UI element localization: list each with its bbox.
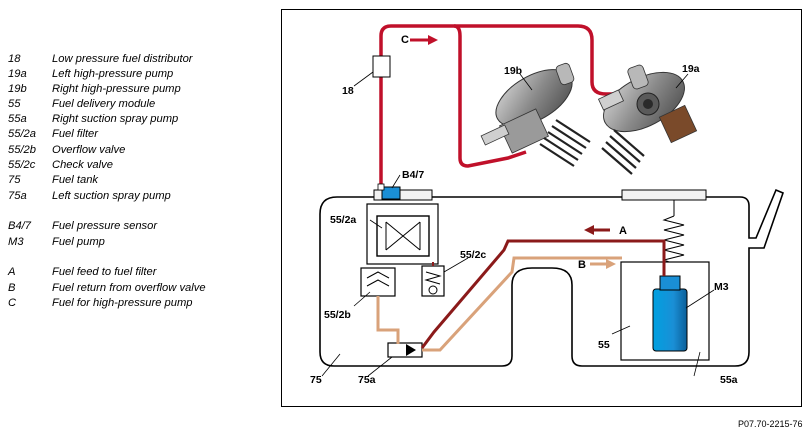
overflow-return-line — [376, 296, 400, 344]
high-pressure-line — [379, 24, 618, 184]
overflow-valve-spring — [366, 271, 390, 287]
check-valve-ball — [428, 285, 438, 295]
label-75: 75 — [310, 374, 322, 386]
flow-arrow-b — [590, 259, 616, 269]
low-pressure-fuel-distributor — [372, 55, 391, 78]
flow-arrow-c — [410, 35, 438, 45]
label-55-2a: 55/2a — [330, 214, 356, 226]
label-55-2b: 55/2b — [324, 309, 351, 321]
flow-label-b: B — [578, 259, 586, 271]
fuel-pump — [652, 288, 688, 352]
label-b4-7: B4/7 — [402, 169, 424, 181]
leader-lines — [321, 71, 715, 377]
flow-label-a: A — [619, 225, 627, 237]
tank-flange-right — [621, 189, 707, 201]
left-high-pressure-pump — [597, 64, 698, 175]
fuel-system-svg: C A B 18 19b 19a B4/7 55/2a 55/2c 55/2b … — [310, 24, 784, 386]
label-55-2c: 55/2c — [460, 249, 486, 261]
spray-pump-arrow — [406, 344, 416, 356]
label-19a: 19a — [682, 63, 700, 75]
label-55: 55 — [598, 339, 610, 351]
fuel-system-diagram: C A B 18 19b 19a B4/7 55/2a 55/2c 55/2b … — [281, 9, 802, 407]
feed-line — [420, 239, 666, 349]
label-75a: 75a — [358, 374, 376, 386]
label-m3: M3 — [714, 281, 729, 293]
right-high-pressure-pump — [480, 62, 591, 167]
overflow-valve — [360, 267, 396, 297]
fuel-pump-top — [659, 275, 681, 291]
label-18: 18 — [342, 85, 354, 97]
high-pressure-line-branch — [453, 24, 527, 168]
figure-reference: P07.70-2215-76 — [738, 419, 803, 429]
fuel-filter-element — [385, 221, 421, 251]
label-19b: 19b — [504, 65, 522, 77]
check-valve-spring — [424, 271, 442, 285]
tank-flange-left — [373, 189, 433, 201]
flow-label-c: C — [401, 34, 409, 46]
return-line — [422, 256, 622, 352]
label-55a: 55a — [720, 374, 738, 386]
left-suction-spray-pump — [387, 342, 423, 358]
flow-arrow-a — [584, 225, 610, 235]
fuel-pressure-sensor — [381, 186, 401, 200]
sensor-connector — [377, 183, 385, 191]
